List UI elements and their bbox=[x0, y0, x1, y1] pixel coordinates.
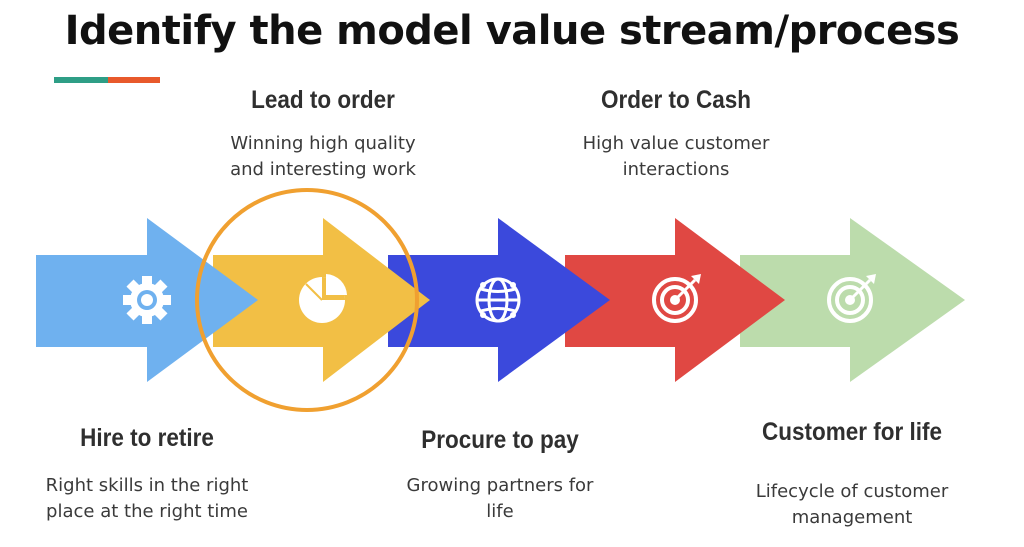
desc-line: and interesting work bbox=[230, 159, 416, 180]
stage-desc-order-to-cash: High value customer interactions bbox=[526, 131, 826, 183]
stage-desc-lead-to-order: Winning high quality and interesting wor… bbox=[173, 131, 473, 183]
desc-line: Winning high quality bbox=[230, 133, 416, 154]
desc-line: management bbox=[791, 507, 913, 528]
stage-heading-hire-to-retire: Hire to retire bbox=[80, 424, 214, 452]
desc-line: life bbox=[486, 501, 514, 522]
stage-desc-procure-to-pay: Growing partners for life bbox=[350, 473, 650, 525]
desc-line: interactions bbox=[622, 159, 730, 180]
gear-icon bbox=[123, 276, 171, 324]
target-icon bbox=[827, 274, 876, 323]
globe-icon bbox=[475, 277, 521, 323]
desc-line: Growing partners for bbox=[406, 475, 594, 496]
desc-line: High value customer bbox=[582, 133, 770, 154]
stage-desc-hire-to-retire: Right skills in the right place at the r… bbox=[0, 473, 294, 525]
title-underline-orange bbox=[108, 77, 160, 83]
stage-heading-procure-to-pay: Procure to pay bbox=[421, 426, 579, 454]
target-icon bbox=[652, 274, 701, 323]
title-underline-teal bbox=[54, 77, 108, 83]
highlight-ring bbox=[195, 188, 419, 412]
pie-chart-icon bbox=[299, 274, 347, 323]
page-title: Identify the model value stream/process bbox=[64, 8, 960, 54]
stage-heading-lead-to-order: Lead to order bbox=[251, 86, 395, 114]
desc-line: place at the right time bbox=[46, 501, 248, 522]
desc-line: Lifecycle of customer bbox=[755, 481, 949, 502]
stage-desc-customer-for-life: Lifecycle of customer management bbox=[702, 479, 1002, 531]
stage-heading-order-to-cash: Order to Cash bbox=[600, 86, 752, 114]
desc-line: Right skills in the right bbox=[45, 475, 249, 496]
stage-heading-customer-for-life: Customer for life bbox=[761, 418, 943, 446]
